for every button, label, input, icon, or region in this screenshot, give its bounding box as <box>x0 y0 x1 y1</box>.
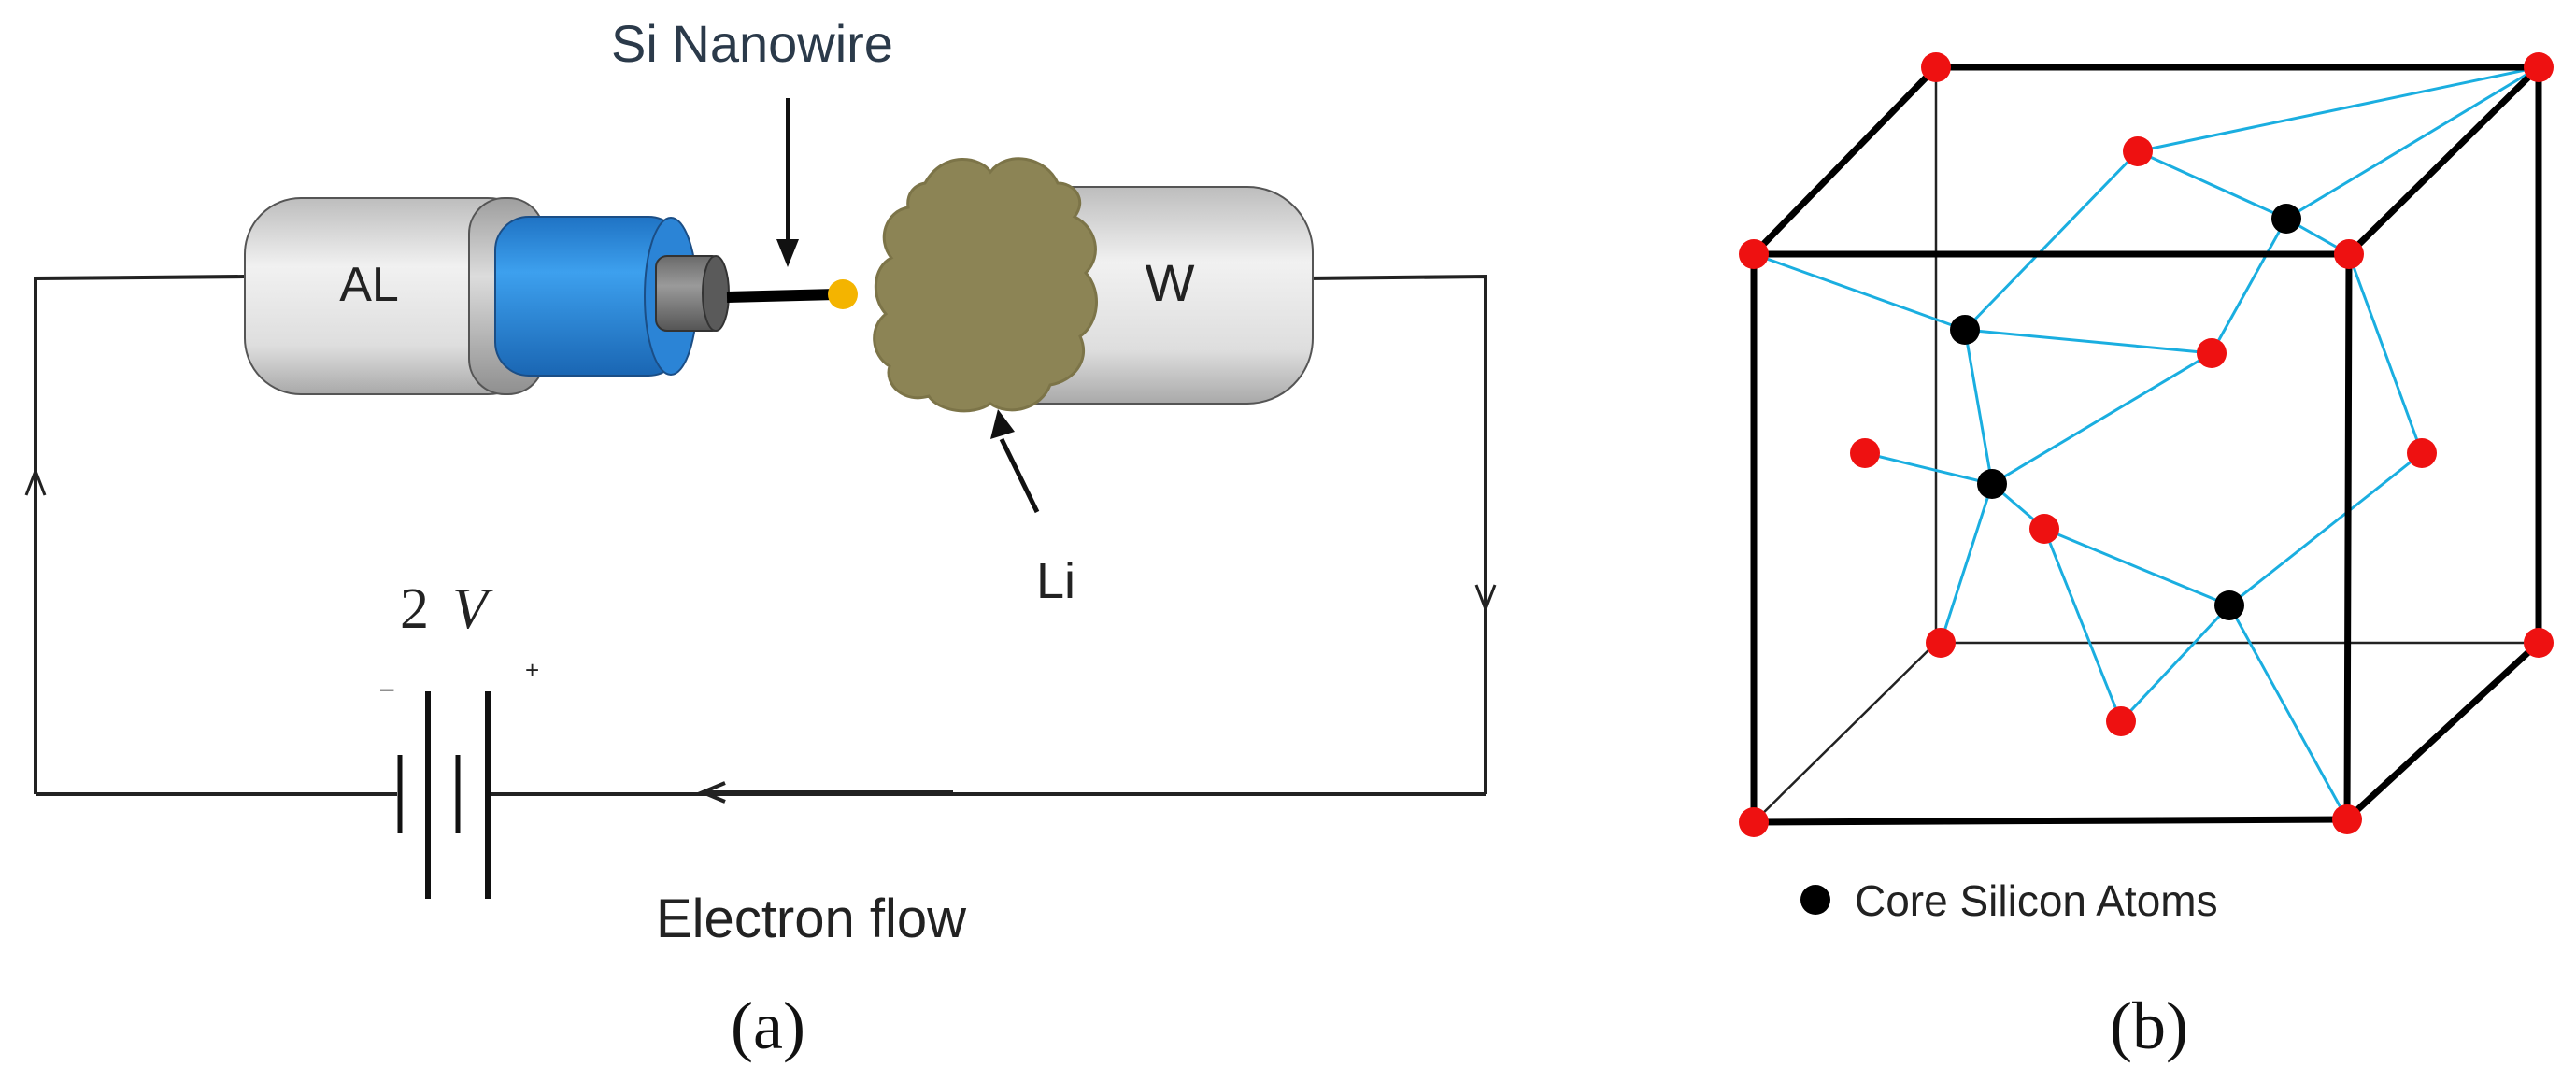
atom-core <box>1977 469 2007 499</box>
atom-core <box>2271 204 2301 234</box>
atom-red <box>2123 136 2153 166</box>
atom-red <box>2029 514 2059 544</box>
gray-holder <box>655 255 730 332</box>
atom-red <box>1926 628 1956 658</box>
atom-core <box>2214 590 2244 620</box>
atom-red <box>1739 807 1769 837</box>
w-label: W <box>1146 253 1195 312</box>
core-silicon-atoms <box>1950 204 2301 620</box>
lithium-blob <box>873 157 1098 413</box>
panel-b-caption: (b) <box>2110 989 2188 1063</box>
panel-b-crystal: Core Silicon Atoms (b) <box>1739 52 2554 1063</box>
circuit-wires <box>34 274 1487 796</box>
si-nanowire <box>726 289 836 303</box>
panel-a-circuit: – + 2 V AL Si Nanowire <box>24 14 1497 1063</box>
si-nanowire-label: Si Nanowire <box>611 14 893 73</box>
left-wire <box>34 275 246 794</box>
current-arrow-right <box>1474 584 1497 614</box>
atom-red <box>2524 52 2554 82</box>
cube-hidden-edges <box>1753 67 2539 823</box>
atom-red <box>1739 239 1769 269</box>
atom-red <box>2332 804 2362 834</box>
voltage-unit: V <box>452 577 493 641</box>
battery-symbol <box>397 691 491 899</box>
atom-core <box>1950 315 1980 345</box>
corner-face-atoms <box>1739 52 2554 837</box>
cube-visible-edges <box>1750 64 2542 826</box>
battery-minus-sign: – <box>380 674 394 702</box>
nanowire-pointer-arrow <box>776 98 799 267</box>
electron-flow-arrow <box>697 781 953 804</box>
atom-red <box>2524 628 2554 658</box>
atom-red <box>1850 438 1880 468</box>
electron-flow-label: Electron flow <box>656 889 967 949</box>
atom-red <box>2197 338 2227 368</box>
current-arrow-left <box>24 466 47 496</box>
al-label: AL <box>339 258 399 312</box>
nanowire-tip <box>828 279 858 309</box>
voltage-value: 2 <box>400 577 429 641</box>
right-wire <box>1305 274 1487 794</box>
legend-core-atoms-label: Core Silicon Atoms <box>1855 876 2218 925</box>
atom-red <box>2407 438 2437 468</box>
atom-red <box>2334 239 2364 269</box>
legend-core-atom-marker <box>1800 885 1830 915</box>
battery-plus-sign: + <box>525 656 539 684</box>
li-pointer-arrow <box>990 409 1040 514</box>
li-label: Li <box>1036 553 1075 609</box>
panel-a-caption: (a) <box>731 989 805 1063</box>
atom-red <box>1921 52 1951 82</box>
atom-red <box>2106 706 2136 736</box>
